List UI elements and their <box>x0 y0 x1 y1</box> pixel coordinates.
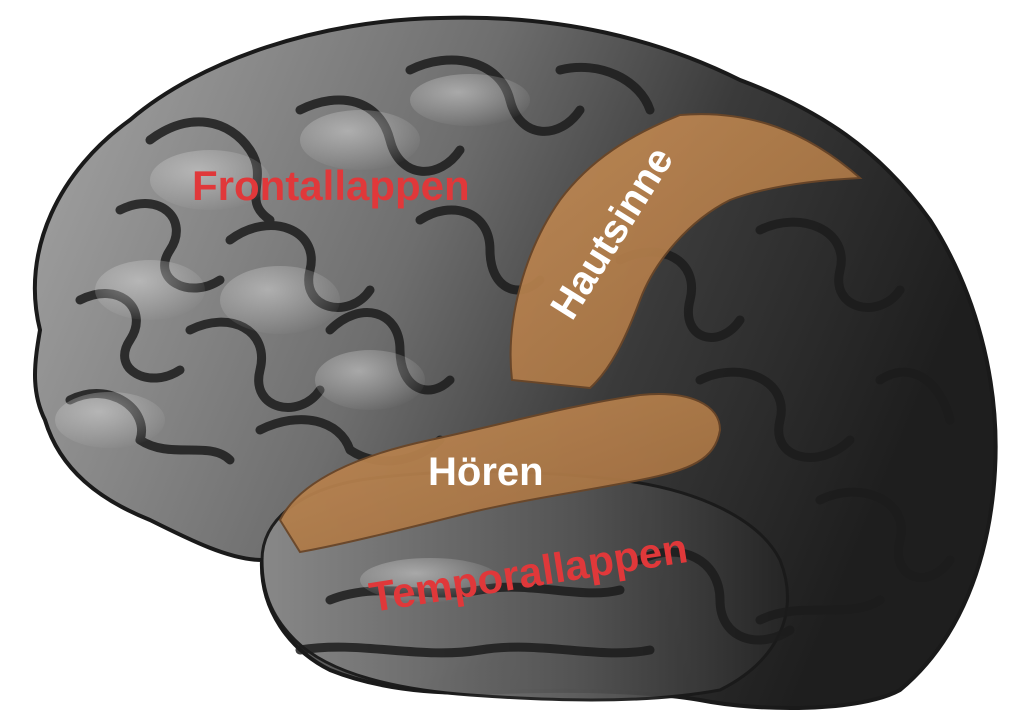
frontal-lobe-label: Frontallappen <box>192 162 470 209</box>
hearing-label: Hören <box>428 450 544 494</box>
